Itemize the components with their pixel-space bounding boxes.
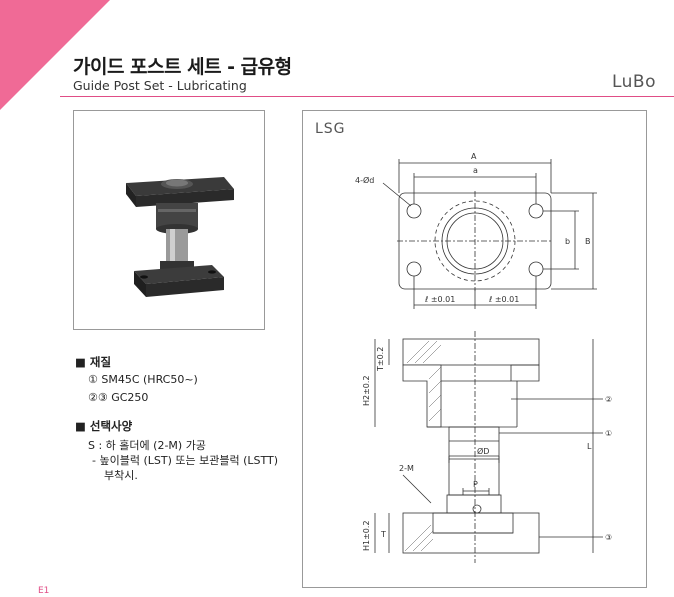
material-heading: ■ 재질 [75,355,112,369]
callout-1: ① [605,429,612,438]
callout-2: ② [605,395,612,404]
dim-H2: H2±0.2 [362,375,371,406]
dim-B: B [585,237,591,246]
brand-logo: LuBo [611,72,656,92]
dim-b: b [565,237,570,246]
callout-3: ③ [605,533,612,542]
page-title: 가이드 포스트 세트 - 급유형 [73,56,292,78]
dim-l2: ℓ ±0.01 [488,295,519,304]
model-label: LSG [315,121,346,137]
options-line: S : 하 홀더에 (2-M) 가공 [88,439,206,452]
dim-a: a [473,166,478,175]
dim-L: L [587,442,592,451]
dim-T-lower: T [380,530,386,539]
dim-D: ØD [477,446,489,456]
material-item: ②③ GC250 [88,391,149,404]
drawing-svg: A a 4-Ød b B ℓ ±0.01 ℓ ±0.01 T±0.2 H2±0.… [355,152,612,563]
product-photo [73,110,265,330]
page-subtitle: Guide Post Set - Lubricating [73,78,247,93]
options-heading: ■ 선택사양 [75,419,133,433]
dim-P: P [473,480,478,489]
header-rule [60,96,674,97]
corner-triangle [0,0,110,110]
dim-hole: 4-Ød [355,175,374,185]
options-line: 부착시. [104,469,138,482]
footer-mark: E1 [38,586,50,596]
dim-l1: ℓ ±0.01 [424,295,455,304]
dim-A: A [471,152,477,161]
technical-drawing: LSG [302,110,647,588]
options-line: - 높이블럭 (LST) 또는 보관블럭 (LSTT) [92,454,279,467]
dim-H1: H1±0.2 [362,520,371,551]
dim-T-upper: T±0.2 [376,347,385,372]
material-item: ① SM45C (HRC50~) [88,373,198,386]
guide-post-image [126,177,234,297]
dim-M: 2-M [399,464,414,473]
